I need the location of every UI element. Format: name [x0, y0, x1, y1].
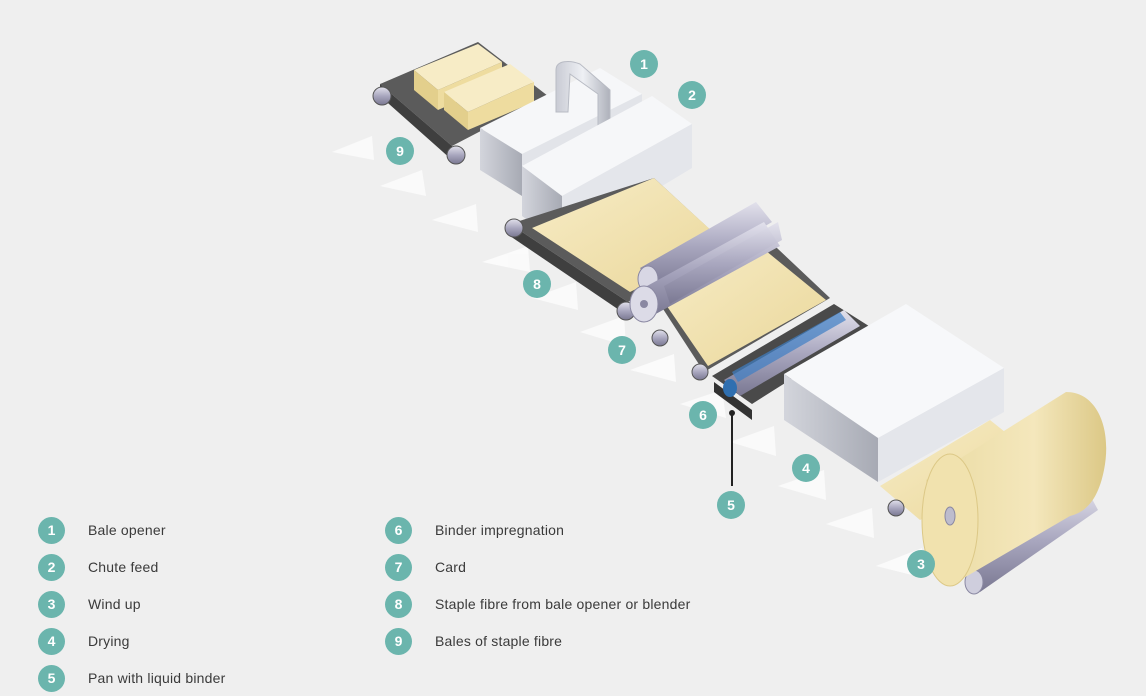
legend-badge: 4 [38, 627, 65, 655]
legend-label: Staple fibre from bale opener or blender [435, 596, 691, 612]
legend-badge: 8 [385, 590, 412, 618]
bales-conveyor [372, 42, 548, 165]
legend-item: 2 Chute feed [38, 553, 159, 581]
legend-item: 7 Card [385, 553, 466, 581]
legend-label: Card [435, 559, 467, 575]
legend-item: 5 Pan with liquid binder [38, 664, 225, 692]
svg-text:5: 5 [727, 497, 735, 513]
legend-badge: 9 [385, 627, 412, 655]
legend-badge: 7 [385, 553, 412, 581]
diagram-markers: 1 2 3 4 5 6 7 8 9 [386, 50, 935, 578]
marker-4: 4 [792, 454, 820, 482]
legend-label: Bales of staple fibre [435, 633, 563, 649]
legend-badge: 3 [38, 590, 65, 618]
legend-item: 3 Wind up [38, 590, 141, 618]
legend-label: Wind up [88, 596, 141, 612]
marker-6: 6 [689, 401, 717, 429]
legend-item: 9 Bales of staple fibre [385, 627, 562, 655]
marker-5: 5 [717, 491, 745, 519]
marker-1: 1 [630, 50, 658, 78]
legend-label: Pan with liquid binder [88, 670, 226, 686]
legend-badge: 6 [385, 516, 412, 544]
legend-item: 4 Drying [38, 627, 130, 655]
marker-8: 8 [523, 270, 551, 298]
legend-label: Chute feed [88, 559, 159, 575]
svg-text:3: 3 [917, 556, 925, 572]
marker-7: 7 [608, 336, 636, 364]
card-machine [629, 202, 830, 381]
legend-badge: 2 [38, 553, 65, 581]
marker-2: 2 [678, 81, 706, 109]
svg-text:7: 7 [618, 342, 626, 358]
legend-badge: 1 [38, 516, 65, 544]
legend-item: 8 Staple fibre from bale opener or blend… [385, 590, 690, 618]
binder-impregnation [712, 304, 872, 486]
legend-item: 1 Bale opener [38, 516, 166, 544]
drying-oven [784, 304, 1004, 482]
legend: 1 Bale opener 2 Chute feed 3 Wind up 4 D… [38, 516, 738, 696]
legend-badge: 5 [38, 664, 65, 692]
legend-label: Drying [88, 633, 130, 649]
svg-text:8: 8 [533, 276, 541, 292]
svg-text:9: 9 [396, 143, 404, 159]
svg-text:6: 6 [699, 407, 707, 423]
marker-3: 3 [907, 550, 935, 578]
svg-text:2: 2 [688, 87, 696, 103]
legend-item: 6 Binder impregnation [385, 516, 564, 544]
legend-label: Binder impregnation [435, 522, 565, 538]
svg-text:1: 1 [640, 56, 648, 72]
marker-9: 9 [386, 137, 414, 165]
svg-text:4: 4 [802, 460, 810, 476]
wind-up [880, 392, 1107, 595]
legend-label: Bale opener [88, 522, 166, 538]
